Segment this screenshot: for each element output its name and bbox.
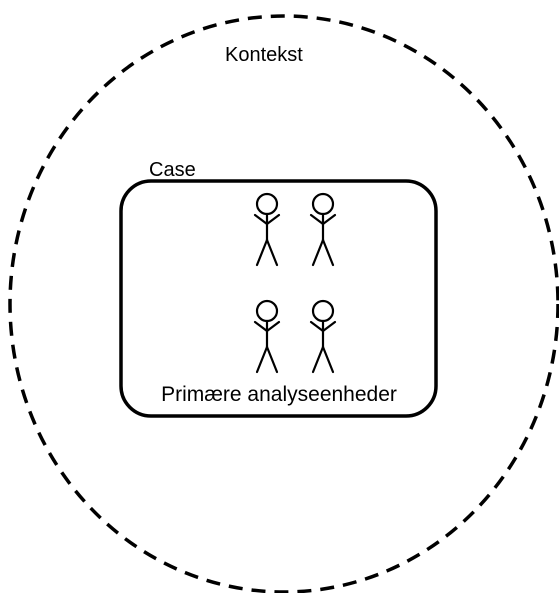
stick-figure-icon — [309, 299, 337, 374]
stick-figure-icon — [253, 299, 281, 374]
stick-figure-icon — [309, 192, 337, 267]
case-box — [119, 179, 438, 418]
context-label: Kontekst — [225, 44, 303, 66]
units-label: Primære analyseenheder — [161, 383, 397, 406]
stick-figure-icon — [253, 192, 281, 267]
context-boundary — [8, 14, 559, 593]
case-label: Case — [149, 159, 196, 181]
